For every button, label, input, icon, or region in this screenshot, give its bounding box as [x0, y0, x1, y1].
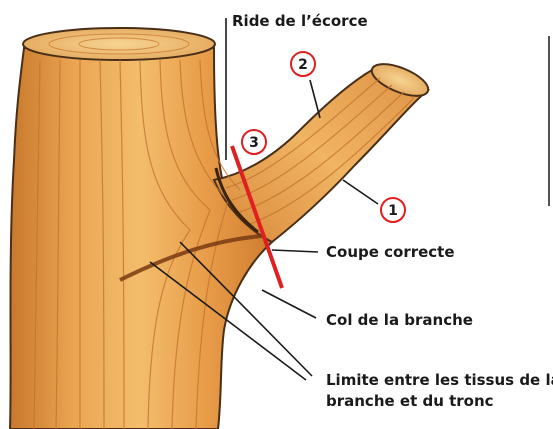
marker-2: 2 [291, 52, 315, 76]
marker-3: 3 [242, 130, 266, 154]
marker-1: 1 [381, 198, 405, 222]
trunk-top-face [23, 28, 215, 60]
label-branch-collar: Col de la branche [326, 311, 473, 329]
svg-text:3: 3 [249, 135, 259, 151]
label-bark-ridge: Ride de l’écorce [232, 12, 368, 30]
label-boundary-line2: branche et du tronc [326, 392, 494, 410]
svg-text:1: 1 [388, 203, 398, 219]
label-boundary-line1: Limite entre les tissus de la [326, 371, 553, 389]
svg-text:2: 2 [298, 57, 308, 73]
label-correct-cut: Coupe correcte [326, 243, 455, 261]
